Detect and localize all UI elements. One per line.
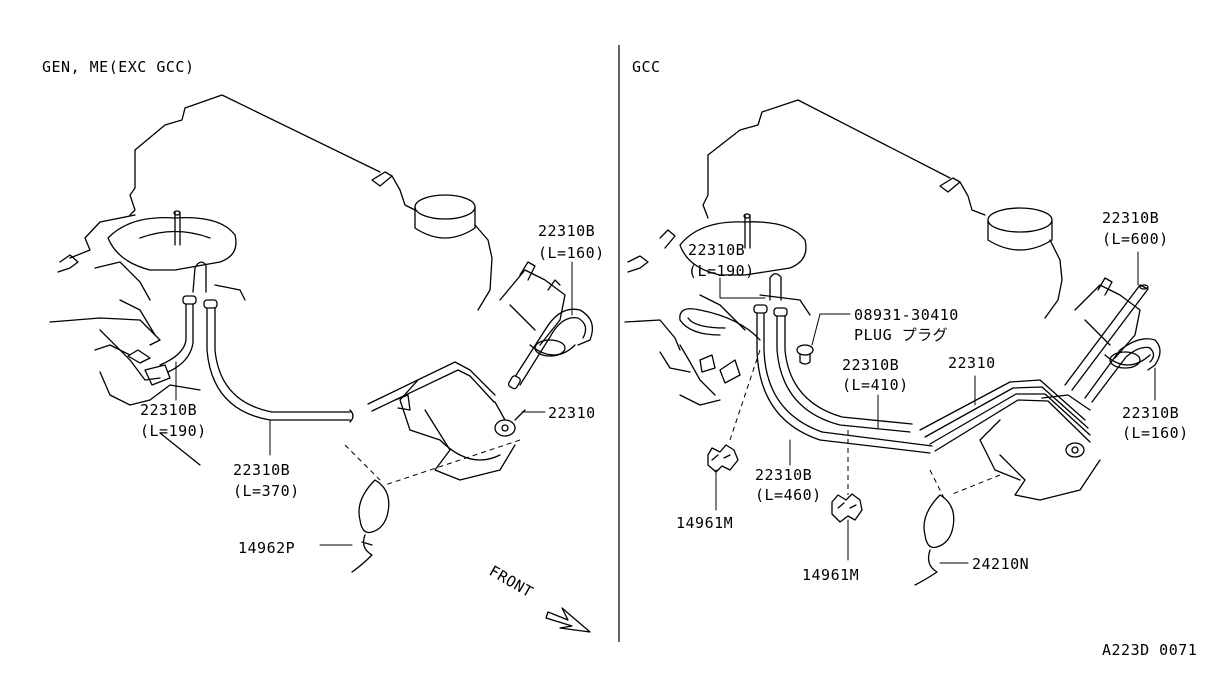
right-label-plug-part: 08931-30410 [854, 306, 959, 324]
left-label-hose-160: 22310B [538, 222, 595, 240]
right-engine-drawing [624, 99, 1161, 586]
right-label-hose-410-length: (L=410) [842, 376, 909, 394]
left-label-hose-370-length: (L=370) [233, 482, 300, 500]
left-label-clip: 14962P [238, 539, 295, 557]
right-label-plug-name: PLUG プラグ [854, 326, 948, 344]
right-label-clip-a: 14961M [676, 514, 733, 532]
figure-code: A223D 0071 [1102, 641, 1197, 659]
right-leader-lines [715, 251, 1156, 564]
right-label-hose-600-length: (L=600) [1102, 230, 1169, 248]
right-label-clip-c: 24210N [972, 555, 1029, 573]
right-label-hose-160: 22310B [1122, 404, 1179, 422]
left-label-valve: 22310 [548, 404, 596, 422]
left-engine-drawing [49, 94, 594, 573]
left-label-hose-160-length: (L=160) [538, 244, 605, 262]
right-label-hose-600: 22310B [1102, 209, 1159, 227]
front-arrow-icon [545, 607, 591, 633]
right-label-hose-460-length: (L=460) [755, 486, 822, 504]
left-panel-header: GEN, ME(EXC GCC) [42, 58, 195, 76]
left-label-hose-190-length: (L=190) [140, 422, 207, 440]
right-label-hose-190-length: (L=190) [688, 262, 755, 280]
right-label-clip-b: 14961M [802, 566, 859, 584]
right-label-hose-190: 22310B [688, 241, 745, 259]
front-label: FRONT [486, 562, 536, 601]
right-label-hose-160-length: (L=160) [1122, 424, 1189, 442]
left-label-hose-370: 22310B [233, 461, 290, 479]
left-label-hose-190: 22310B [140, 401, 197, 419]
right-label-hose-460: 22310B [755, 466, 812, 484]
right-label-hose-410: 22310B [842, 356, 899, 374]
left-leader-lines [175, 261, 573, 546]
front-arrow: FRONT [486, 562, 591, 633]
right-label-valve: 22310 [948, 354, 996, 372]
right-panel-header: GCC [632, 58, 661, 76]
